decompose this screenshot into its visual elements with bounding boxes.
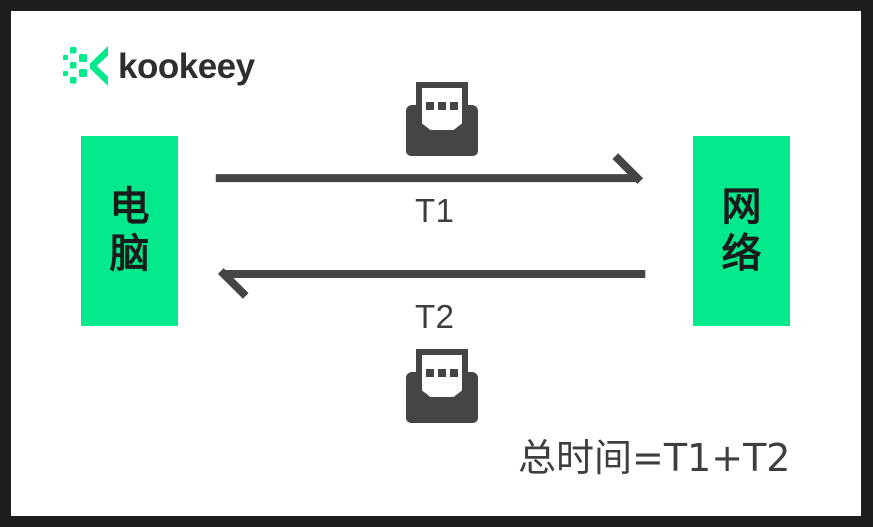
total-time-formula: 总时间=T1+T2 <box>518 436 791 480</box>
node-box-network: 网 络 <box>693 136 790 326</box>
arrow-t2-left <box>217 268 646 299</box>
brand-logo: kookeey <box>63 46 255 86</box>
arrow-label-t2: T2 <box>415 298 455 335</box>
diagram-canvas: kookeey 电 脑 网 络 T1 T2 <box>11 11 861 516</box>
node-label-char: 络 <box>721 231 762 277</box>
brand-wordmark: kookeey <box>118 46 255 86</box>
arrow-label-t1: T1 <box>415 192 455 229</box>
kookeey-x-mark-icon <box>63 46 108 86</box>
open-envelope-message-icon <box>406 349 478 423</box>
open-envelope-message-icon <box>406 82 478 156</box>
node-label-char: 电 <box>109 184 150 231</box>
node-box-computer: 电 脑 <box>81 136 178 326</box>
node-label-char: 脑 <box>109 231 150 277</box>
node-label-char: 网 <box>721 184 762 231</box>
